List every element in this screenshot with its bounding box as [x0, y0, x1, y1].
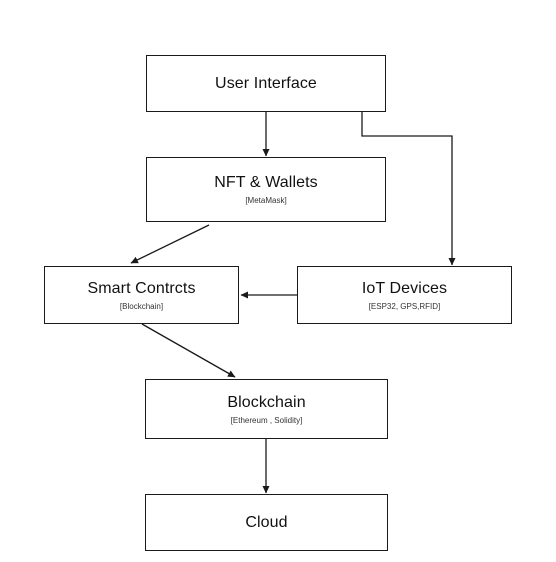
- blockchain-subtitle: [Ethereum , Solidity]: [230, 415, 303, 425]
- user-interface-title: User Interface: [215, 74, 317, 92]
- iot-devices-title: IoT Devices: [361, 279, 448, 297]
- smart-contracts-node: Smart Contrcts [Blockchain]: [44, 266, 239, 324]
- nft-wallets-subtitle: [MetaMask]: [245, 196, 287, 205]
- nft-wallets-node: NFT & Wallets [MetaMask]: [146, 157, 386, 222]
- nft-wallets-title: NFT & Wallets: [214, 174, 318, 191]
- iot-devices-subtitle: [ESP32, GPS,RFID]: [368, 301, 441, 311]
- cloud-title: Cloud: [245, 513, 288, 531]
- edge-smart-to-blockchain: [141, 323, 236, 378]
- blockchain-title: Blockchain: [227, 393, 306, 411]
- edge-nft-to-smart: [130, 224, 210, 264]
- smart-contracts-title: Smart Contrcts: [87, 279, 196, 297]
- user-interface-node: User Interface: [146, 55, 386, 112]
- cloud-node: Cloud: [145, 494, 388, 551]
- blockchain-node: Blockchain [Ethereum , Solidity]: [145, 379, 388, 439]
- iot-devices-node: IoT Devices [ESP32, GPS,RFID]: [297, 266, 512, 324]
- edge-ui-to-iot: [361, 112, 456, 266]
- smart-contracts-subtitle: [Blockchain]: [119, 301, 164, 311]
